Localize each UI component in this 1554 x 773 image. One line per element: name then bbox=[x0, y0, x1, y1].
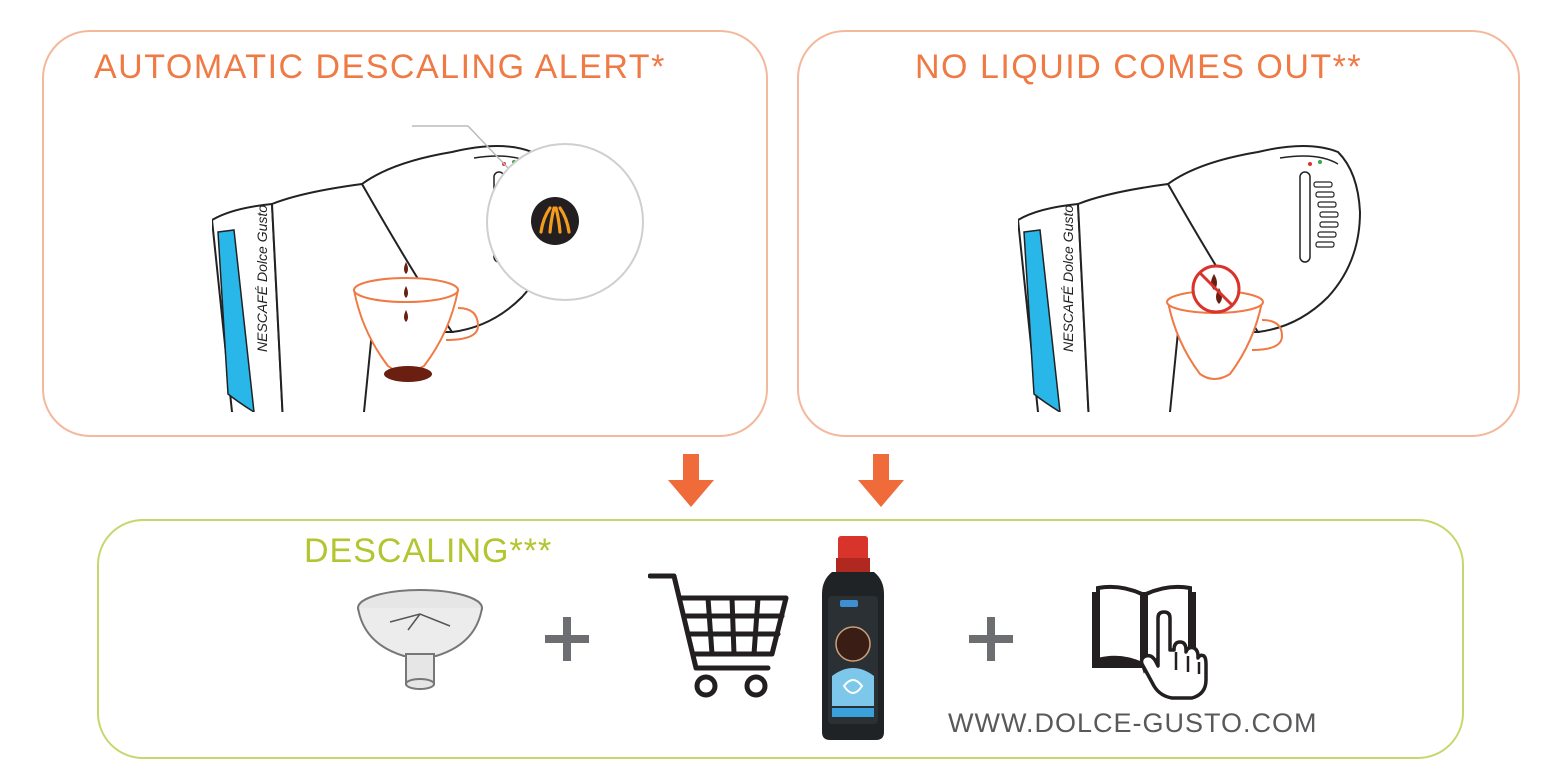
machine-brand-label: NESCAFÉ Dolce Gusto bbox=[1060, 204, 1076, 352]
coffee-drops-icon bbox=[404, 262, 408, 322]
descaling-panel bbox=[97, 519, 1464, 759]
arrow-down-icon bbox=[858, 454, 904, 507]
website-url[interactable]: WWW.DOLCE-GUSTO.COM bbox=[948, 708, 1318, 738]
shopping-cart-icon bbox=[648, 573, 789, 698]
descaling-funnel-icon bbox=[357, 589, 483, 690]
descaling-alert-light-icon bbox=[531, 197, 579, 245]
coffee-machine-icon bbox=[212, 145, 555, 412]
plus-icon bbox=[969, 617, 1013, 661]
plus-icon bbox=[545, 617, 589, 661]
descaler-bottle-icon bbox=[822, 536, 884, 740]
pointing-hand-icon bbox=[1139, 610, 1208, 700]
no-liquid-panel-title: NO LIQUID COMES OUT** bbox=[915, 48, 1363, 86]
no-drops-icon bbox=[1191, 264, 1241, 314]
alert-panel-title: AUTOMATIC DESCALING ALERT* bbox=[94, 48, 666, 86]
descaling-panel-title: DESCALING*** bbox=[304, 532, 553, 570]
arrow-down-icon bbox=[668, 454, 714, 507]
machine-brand-label: NESCAFÉ Dolce Gusto bbox=[254, 204, 270, 352]
